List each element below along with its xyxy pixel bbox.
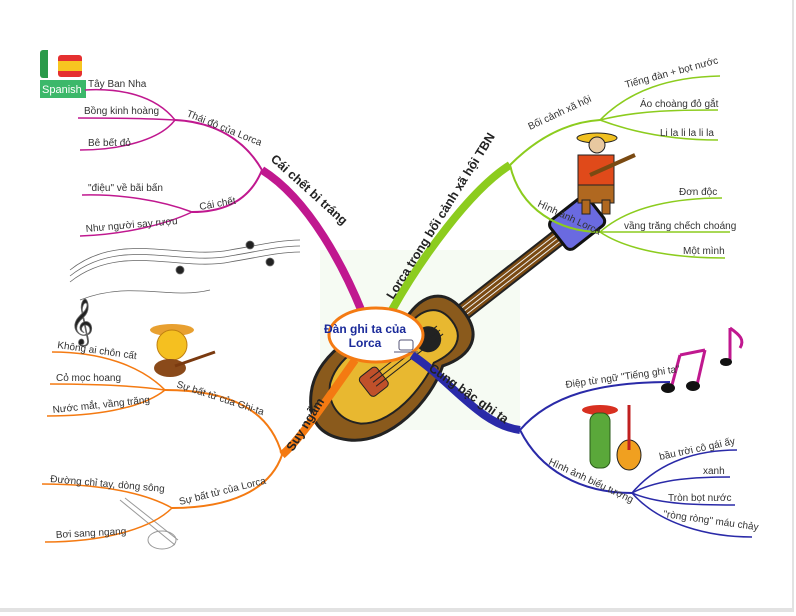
leaf-label[interactable]: bầu trời cô gái ấy	[658, 435, 736, 463]
logo-label: Spanish	[42, 84, 82, 96]
sub-label[interactable]: Bối cảnh xã hội	[526, 93, 593, 133]
leaf-label[interactable]: Cỏ mọc hoang	[56, 372, 121, 384]
music-notes-decoration: 𝄞	[70, 239, 301, 347]
leaf-label[interactable]: Bê bết đỏ	[88, 137, 131, 149]
leaf-label[interactable]: Bồng kinh hoàng	[84, 105, 159, 117]
leaf-label[interactable]: Đơn độc	[679, 187, 717, 198]
smiley-guitarist-icon	[150, 324, 216, 377]
coffee-cup-icon	[394, 339, 418, 353]
leaf-label[interactable]: "ròng ròng" máu chảy	[663, 509, 760, 533]
sub-label[interactable]: Sự bất tử của Ghi-ta	[175, 378, 266, 418]
leaf-label[interactable]: Như người say rượu	[85, 216, 178, 235]
leaf-label[interactable]: xanh	[703, 466, 725, 477]
music-notes-icon	[661, 326, 744, 393]
leaf-label[interactable]: Áo choàng đỏ gắt	[640, 97, 719, 110]
center-title-line2: Lorca	[349, 336, 382, 350]
branch-death-lines	[77, 88, 366, 314]
leaf-label[interactable]: Bơi sang ngang	[56, 526, 127, 541]
branch-guitar-lines	[409, 351, 753, 538]
leaf-label[interactable]: Tiếng đàn + bọt nước	[624, 54, 720, 90]
leaf-label[interactable]: "điệu" về bãi bấn	[88, 182, 163, 194]
center-node[interactable]: Đàn ghi ta của Lorca	[324, 306, 425, 364]
sub-label[interactable]: Cái chết	[198, 195, 236, 213]
leaf-label[interactable]: Tây Ban Nha	[88, 79, 147, 90]
sub-label[interactable]: Thái độ của Lorca	[185, 108, 264, 149]
leaf-label[interactable]: vầng trăng chếch choáng	[624, 220, 736, 232]
leaf-label[interactable]: Đường chỉ tay, dòng sông	[50, 473, 165, 495]
musician-illustration	[576, 132, 636, 215]
guitar-sketch-icon	[119, 497, 179, 550]
spanish-logo: Spanish	[40, 50, 86, 98]
leaf-label[interactable]: Một mình	[683, 246, 725, 257]
leaf-label[interactable]: Li la li la li la	[660, 128, 714, 139]
center-title-line1: Đàn ghi ta của	[324, 322, 406, 336]
branch-reflect-lines	[41, 351, 359, 543]
leaf-label[interactable]: Không ai chôn cất	[57, 339, 138, 362]
treble-clef-icon: 𝄞	[70, 299, 94, 347]
leaf-label[interactable]: Tròn bọt nước	[668, 493, 731, 504]
cactus-guitar-illustration	[582, 405, 642, 471]
branch-context-lines	[388, 75, 730, 312]
